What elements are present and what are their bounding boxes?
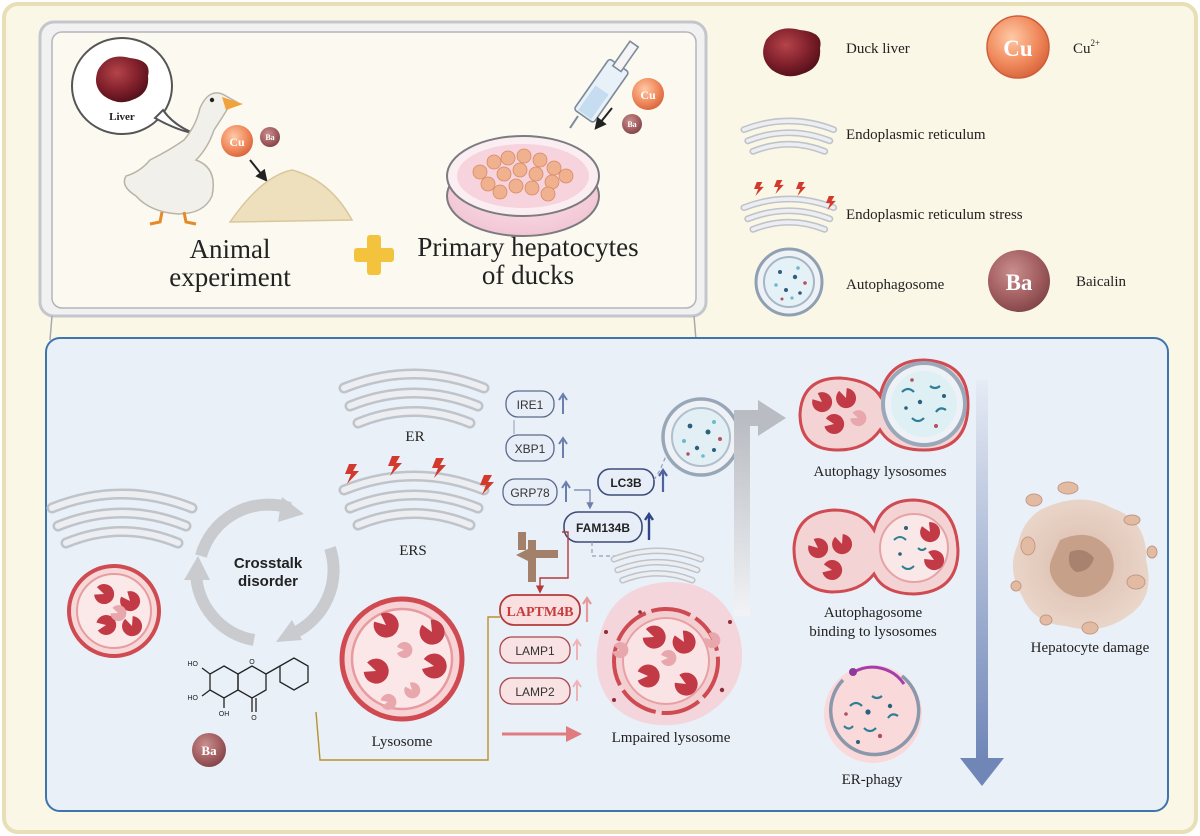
legend-ers: Endoplasmic reticulum stress (744, 180, 1023, 229)
animal-title-line2: experiment (169, 262, 291, 292)
oh-2: HO (188, 695, 199, 702)
hepatocyte-title-line2: of ducks (482, 260, 574, 290)
marker-lamp1: LAMP1 (499, 636, 582, 664)
crosstalk-line1: Crosstalk (234, 555, 303, 572)
hepatocyte-damage-label: Hepatocyte damage (1031, 640, 1150, 656)
ers-label: ERS (399, 543, 427, 559)
cu-symbol-2: Cu (640, 88, 656, 102)
impaired-lysosome-label: Lmpaired lysosome (612, 730, 731, 746)
er-label: ER (405, 429, 424, 445)
legend: Duck liver Cu Cu2+ Endoplasmic reticulum… (744, 15, 1126, 317)
marker-ire1-label: IRE1 (517, 398, 544, 412)
marker-lc3b-label: LC3B (610, 476, 642, 490)
lc3b-autophagosome-line (653, 455, 667, 481)
plus-icon (354, 235, 394, 275)
marker-lamp1-label: LAMP1 (515, 644, 555, 658)
autophagosome-binding-icon (792, 498, 960, 596)
legend-autophagosome-label: Autophagosome (846, 277, 945, 293)
ba-symbol: Ba (265, 133, 274, 142)
cu-ion-icon: Cu (221, 125, 253, 157)
legend-baicalin-label: Baicalin (1076, 274, 1126, 290)
er-phagy-label: ER-phagy (842, 772, 903, 788)
duck-icon (123, 92, 243, 226)
liver-icon (96, 56, 149, 103)
marker-laptm4b: LAPTM4B (499, 594, 592, 626)
animal-title-line1: Animal (190, 234, 271, 264)
ba-symbol-main: Ba (201, 743, 217, 758)
feed-arrow (249, 159, 268, 182)
legend-cu-label: Cu2+ (1073, 38, 1100, 57)
duck-liver-icon (763, 28, 821, 77)
autophagosome-binding-line1: Autophagosome (824, 605, 923, 621)
legend-duck-liver: Duck liver (763, 28, 910, 77)
legend-cu: Cu Cu2+ (986, 15, 1100, 79)
marker-lc3b: LC3B (597, 468, 668, 496)
hepatocyte-damage-icon (1010, 481, 1158, 635)
baicalin-regulation-line (315, 616, 500, 761)
legend-autophagosome: Autophagosome (754, 247, 945, 317)
liver-bubble-label: Liver (109, 111, 135, 123)
legend-duck-liver-label: Duck liver (846, 41, 910, 57)
crosstalk-cycle: Crosstalk disorder (184, 497, 340, 646)
legend-er: Endoplasmic reticulum (744, 121, 986, 151)
legend-cu-text: Cu (1073, 41, 1091, 57)
damage-arrow (960, 380, 1004, 786)
ba-symbol-2: Ba (627, 120, 636, 129)
marker-grp78-label: GRP78 (510, 486, 550, 500)
legend-ers-label: Endoplasmic reticulum stress (846, 207, 1023, 223)
marker-ire1: IRE1 (505, 390, 568, 418)
legend-cu-charge: 2+ (1091, 38, 1101, 48)
keto-o: O (251, 715, 257, 722)
baicalin-structure-icon (201, 657, 309, 712)
syringe-icon (569, 40, 640, 129)
marker-lamp2: LAMP2 (499, 677, 582, 705)
cu-ball-icon (986, 15, 1050, 79)
marker-fam134b: FAM134B (563, 511, 654, 543)
marker-xbp1: XBP1 (505, 434, 568, 462)
hepatocyte-title-line1: Primary hepatocytes (417, 232, 638, 262)
fam134b-laptm4b-arrow (535, 531, 569, 594)
baicalin-ball-icon (988, 250, 1050, 312)
feed-pile (228, 169, 354, 223)
lysosome-icon (339, 596, 465, 722)
baicalin-ball-main: Ba (192, 733, 226, 767)
marker-lamp2-label: LAMP2 (515, 685, 555, 699)
grp78-fam134b-line (574, 489, 594, 510)
lysosome-label: Lysosome (372, 734, 433, 750)
baicalin-icon-2: Ba (622, 114, 642, 134)
autophagy-lysosome-icon (798, 358, 970, 452)
cu-symbol: Cu (229, 135, 245, 149)
autophagosome-binding-line2: binding to lysosomes (809, 624, 937, 640)
red-progress-arrow (566, 726, 582, 742)
marker-laptm4b-label: LAPTM4B (507, 605, 574, 620)
gray-turn-arrow (734, 400, 786, 616)
liver-bubble: Liver (71, 37, 197, 135)
legend-er-label: Endoplasmic reticulum (846, 127, 986, 143)
autophagosome-icon-main (661, 397, 741, 477)
oh-3: OH (219, 711, 230, 718)
er-phagy-icon (824, 665, 922, 763)
oh-1: HO (188, 661, 199, 668)
impaired-lysosome-icon (596, 581, 743, 726)
normal-lysosome-icon (67, 564, 161, 658)
dose-arrow (594, 107, 613, 130)
inhibition-symbol (516, 532, 558, 582)
cu-ion-icon-2: Cu (632, 78, 664, 110)
legend-baicalin: Ba Baicalin (988, 250, 1126, 312)
autophagy-lysosomes-label: Autophagy lysosomes (814, 464, 947, 480)
fam134b-er-line (591, 542, 622, 557)
marker-xbp1-label: XBP1 (515, 442, 546, 456)
ring-o: O (249, 659, 255, 666)
legend-cu-symbol: Cu (1003, 36, 1033, 61)
marker-grp78: GRP78 (502, 478, 571, 506)
legend-ba-symbol: Ba (1006, 270, 1033, 295)
baicalin-icon: Ba (260, 127, 280, 147)
marker-fam134b-label: FAM134B (576, 521, 630, 535)
crosstalk-line2: disorder (238, 573, 298, 590)
petri-dish-icon (446, 135, 600, 237)
